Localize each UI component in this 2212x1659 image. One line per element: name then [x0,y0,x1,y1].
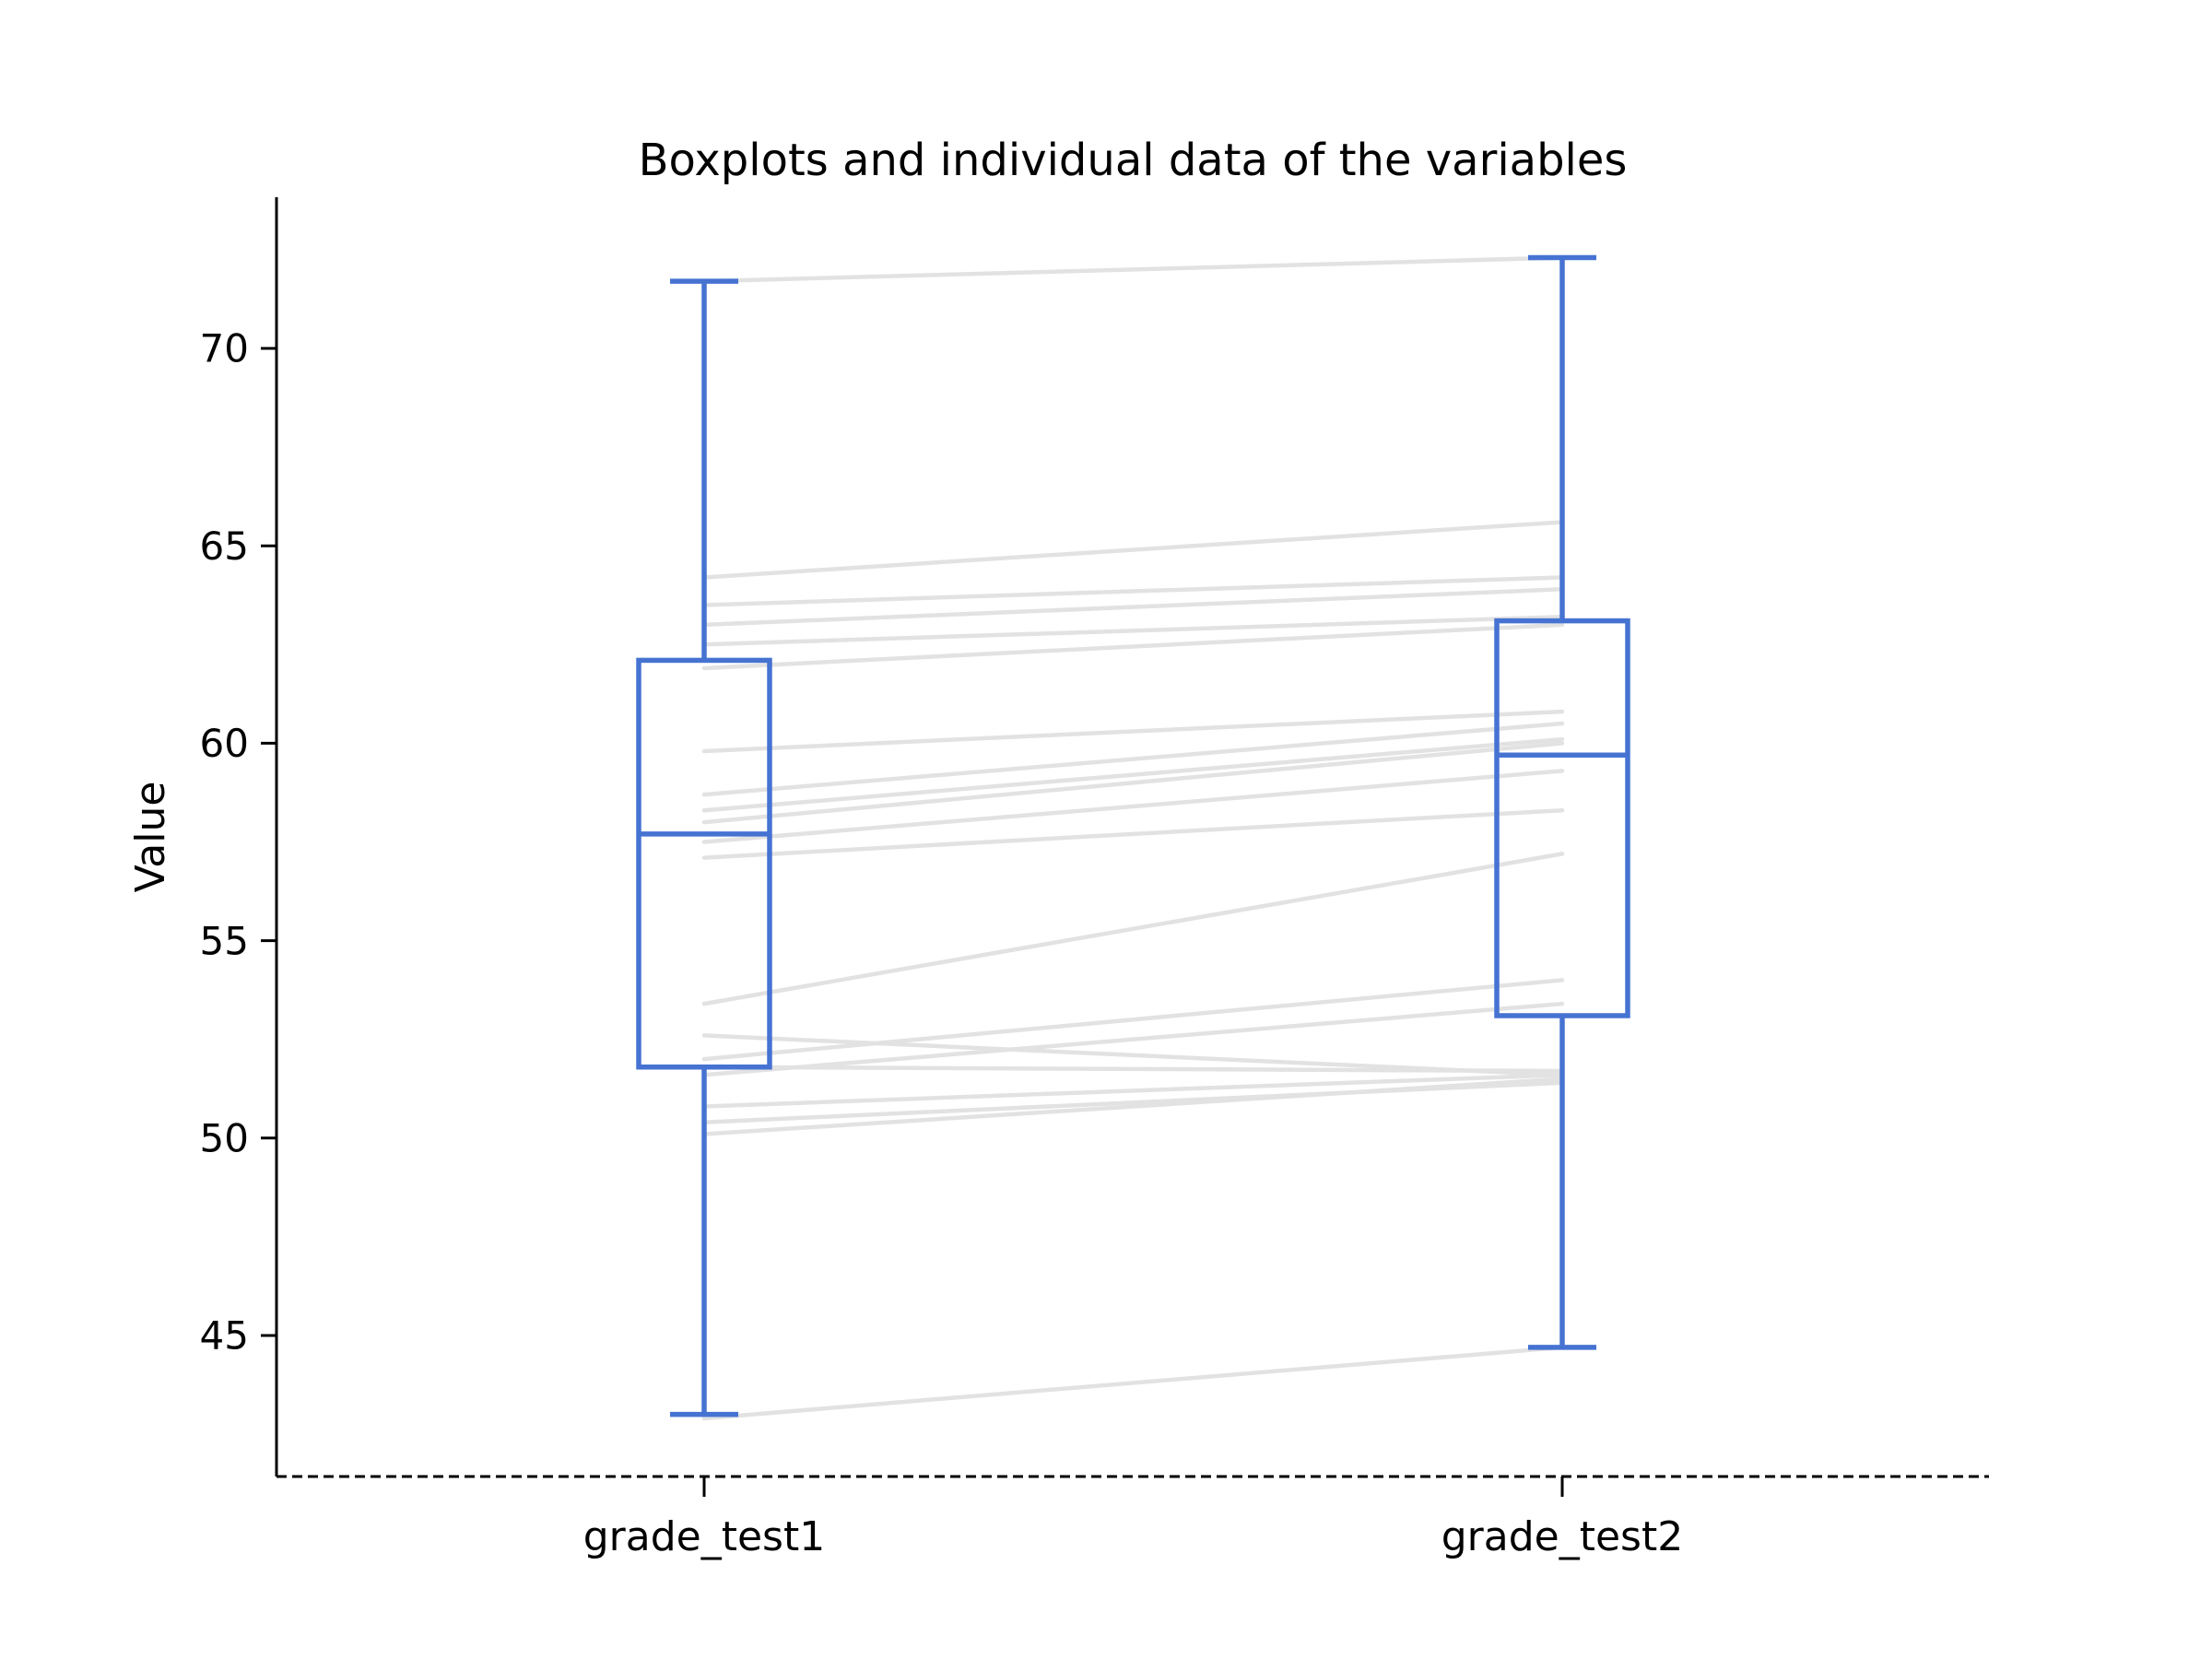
box-iqr [636,657,772,1070]
x-category-label-1: grade_test1 [583,1513,825,1560]
boxplots-layer [636,254,1630,1418]
pair-line [701,622,1565,671]
y-tick-label: 50 [200,1116,249,1161]
pair-line [701,978,1565,1062]
pair-line [701,807,1565,860]
pair-line [701,736,1565,813]
y-tick-label: 60 [200,721,249,766]
pair-line [701,769,1565,844]
pair-line [701,520,1565,580]
box-iqr [1494,618,1630,1018]
chart-title: Boxplots and individual data of the vari… [639,135,1628,186]
pair-line [701,1065,1565,1074]
pair-line [701,1345,1565,1421]
pair-line [701,255,1565,284]
axes-layer: 45 50 55 60 65 70 [200,197,1989,1497]
pair-lines-layer [701,255,1565,1421]
pair-line [701,575,1565,607]
pair-line [701,1073,1565,1109]
pair-line [701,1001,1565,1077]
boxplot-grade_test1 [636,278,772,1418]
pair-line [701,852,1565,1006]
pair-line [701,587,1565,628]
y-tick-label: 55 [200,918,249,963]
y-axis-label: Value [127,782,174,893]
y-tick-label: 70 [200,326,249,371]
pair-line [701,709,1565,754]
y-tick-label: 45 [200,1313,249,1359]
pair-line [701,721,1565,797]
boxplot-grade_test2 [1494,254,1630,1350]
y-tick-label: 65 [200,524,249,569]
pair-line [701,1077,1565,1136]
pair-line [701,615,1565,647]
x-category-label-2: grade_test2 [1441,1513,1683,1560]
pair-line [701,741,1565,825]
